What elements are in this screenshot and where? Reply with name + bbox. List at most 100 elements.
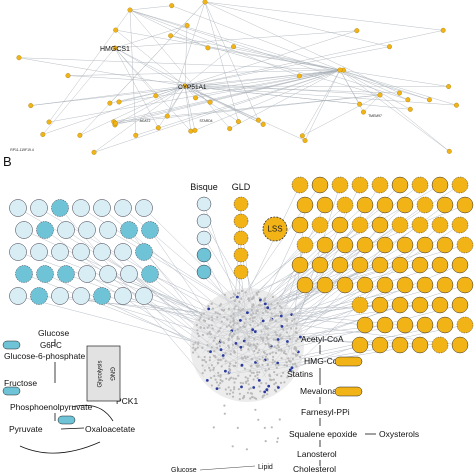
gene-node xyxy=(451,216,469,234)
gene-node xyxy=(155,125,161,131)
gene-node xyxy=(431,296,449,314)
network-edge xyxy=(184,30,444,87)
gene-node xyxy=(78,221,96,239)
gene-node xyxy=(15,265,33,283)
cluster-node xyxy=(239,381,242,384)
gene-node xyxy=(361,109,366,115)
cluster-node xyxy=(245,448,248,451)
gene-node xyxy=(357,101,363,107)
cluster-node xyxy=(199,316,202,319)
cluster-node xyxy=(196,346,199,349)
cluster-node xyxy=(233,381,236,384)
cluster-node xyxy=(252,312,255,315)
gene-node xyxy=(351,216,369,234)
cluster-node xyxy=(262,337,265,340)
cluster-node xyxy=(226,318,229,321)
cluster-node xyxy=(261,319,265,323)
cluster-node xyxy=(238,292,241,295)
cluster-node xyxy=(261,339,265,342)
network-edge xyxy=(170,35,341,71)
gene-node xyxy=(231,44,237,50)
network-edge xyxy=(79,85,186,136)
network-edge xyxy=(339,69,450,152)
cluster-node xyxy=(213,350,216,353)
cluster-node xyxy=(266,311,269,314)
pck1-gene-box xyxy=(57,415,76,425)
gene-node xyxy=(396,236,414,254)
gene-node xyxy=(376,196,394,214)
cluster-node xyxy=(270,318,273,322)
network-edge xyxy=(339,69,457,106)
gene-node xyxy=(135,243,153,261)
pathway-fructose: Fructose xyxy=(4,378,37,388)
cluster-node xyxy=(207,305,210,308)
gene-node xyxy=(120,221,138,239)
cluster-node xyxy=(234,342,238,345)
cluster-node xyxy=(288,335,291,338)
cluster-node xyxy=(209,369,212,372)
cluster-node xyxy=(284,318,287,321)
network-edge xyxy=(184,85,196,98)
cluster-node xyxy=(285,361,288,364)
gene-node xyxy=(456,276,474,294)
gene-node xyxy=(72,243,90,261)
network-edge xyxy=(286,264,341,317)
cluster-node xyxy=(234,361,237,364)
gene-node xyxy=(40,131,46,137)
cluster-node xyxy=(223,341,226,345)
network-edge xyxy=(109,85,186,104)
cluster-node xyxy=(280,312,283,316)
gene-node xyxy=(411,336,429,354)
cluster-node xyxy=(236,335,239,339)
cluster-node xyxy=(296,337,299,341)
cluster-node xyxy=(251,395,254,398)
gene-node xyxy=(296,236,314,254)
cluster-node xyxy=(251,328,255,331)
cluster-node xyxy=(220,340,223,343)
tmem97-label: TMEM97 xyxy=(368,114,382,118)
gene-node xyxy=(416,276,434,294)
cluster-node xyxy=(256,342,259,346)
network-edge xyxy=(184,30,357,87)
network-edge xyxy=(339,69,430,100)
bottom-lipid-label: Lipid xyxy=(258,464,273,471)
cluster-node xyxy=(207,307,211,311)
cluster-node xyxy=(277,386,280,389)
cluster-node xyxy=(263,426,266,429)
cluster-node xyxy=(208,332,211,335)
cluster-node xyxy=(266,306,270,310)
pathway-glucose: Glucose xyxy=(38,328,69,338)
gene-node xyxy=(454,102,459,108)
gene-node xyxy=(356,196,374,214)
network-edge xyxy=(113,94,381,122)
cluster-node xyxy=(227,386,230,389)
gene-node xyxy=(93,199,111,217)
cluster-node xyxy=(236,426,239,429)
cluster-node xyxy=(192,351,195,354)
cluster-node xyxy=(247,348,250,351)
gene-node xyxy=(411,296,429,314)
cluster-node xyxy=(221,354,225,357)
cluster-node xyxy=(217,371,220,374)
gene-node xyxy=(141,221,159,239)
cluster-node xyxy=(274,338,277,341)
cluster-node xyxy=(285,364,289,367)
cluster-node xyxy=(243,367,246,370)
gene-node xyxy=(196,213,212,229)
cluster-node xyxy=(225,377,228,380)
hmgcr-gene-box xyxy=(334,356,363,367)
cluster-node xyxy=(242,382,245,385)
gene-node xyxy=(16,55,22,61)
cluster-node xyxy=(238,392,241,395)
network-edge xyxy=(184,85,196,131)
cluster-node xyxy=(281,337,284,340)
cluster-node xyxy=(231,343,235,346)
gene-node xyxy=(233,264,249,280)
cluster-node xyxy=(210,364,213,367)
gene-node xyxy=(72,287,90,305)
cluster-node xyxy=(195,323,198,327)
gene-node xyxy=(196,196,212,212)
cluster-node xyxy=(261,363,264,366)
cluster-node xyxy=(223,404,226,407)
gene-node xyxy=(15,221,33,239)
